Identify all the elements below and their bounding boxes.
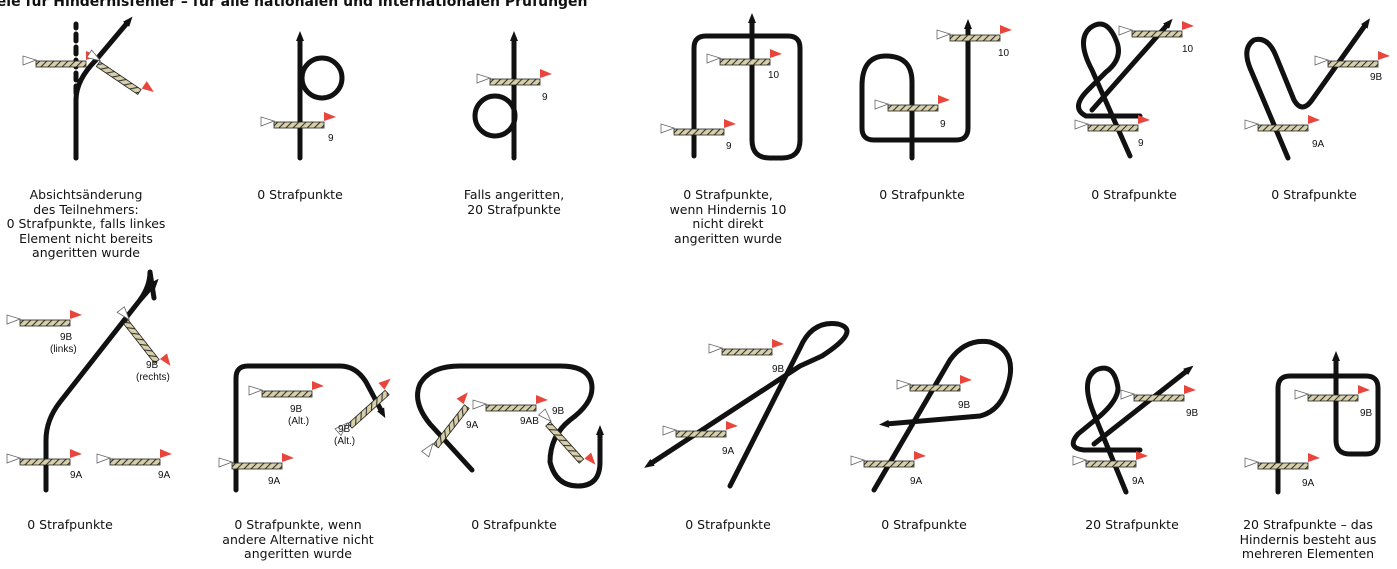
label-10: 10 [1182,44,1194,55]
label-9B: 9B [1186,408,1199,419]
obstacle-right [85,45,158,102]
figure-7 [1244,18,1371,161]
page-title: iele für Hindernisfehler – für alle nati… [0,0,588,10]
figure-8 [43,269,159,493]
caption-7: 0 Strafpunkte [1271,187,1357,202]
label-9A: 9A [158,470,171,481]
label-9B: 9B [290,404,303,415]
label-alt: (Alt.) [288,416,309,427]
figure-6 [1076,18,1173,159]
label-10: 10 [768,70,780,81]
label-9B: 9B [60,332,73,343]
figure-4 [691,13,803,161]
label-9A: 9A [466,420,479,431]
path [73,16,133,161]
figure-1 [73,16,133,161]
figure-10 [415,363,604,489]
label-9A: 9A [268,476,281,487]
figure-14 [1275,351,1381,495]
caption-8: 0 Strafpunkte [27,517,113,532]
obstacle-elements [6,20,1391,473]
label-9B: 9B [772,364,785,375]
caption-9: 0 Strafpunkte, wenn andere Alternative n… [222,517,374,561]
caption-14: 20 Strafpunkte – das Hindernis besteht a… [1239,517,1377,561]
label-9A: 9A [722,446,735,457]
label-9B: 9B [1360,408,1373,419]
figure-2 [296,31,345,161]
figure-9 [233,363,386,493]
caption-4: 0 Strafpunkte, wenn Hindernis 10 nicht d… [669,187,787,246]
figure-3 [472,31,518,161]
label-9B: 9B [1370,72,1383,83]
label-9A: 9A [1312,139,1325,150]
label-alt: (Alt.) [334,436,355,447]
label-9A: 9A [70,470,83,481]
label-9: 9 [1138,138,1144,149]
label-9A: 9A [1132,476,1145,487]
caption-10: 0 Strafpunkte [471,517,557,532]
label-9AB: 9AB [520,416,539,427]
caption-11: 0 Strafpunkte [685,517,771,532]
label-9: 9 [940,119,946,130]
label-9: 9 [542,92,548,103]
obstacle-left [22,50,99,68]
caption-3: Falls angeritten, 20 Strafpunkte [463,187,565,217]
caption-2: 0 Strafpunkte [257,187,343,202]
label-9A: 9A [1302,478,1315,489]
label-9A: 9A [910,476,923,487]
label-9: 9 [726,141,732,152]
label-links: (links) [50,344,77,355]
label-9B: 9B [146,360,159,371]
figure-11 [644,321,850,489]
caption-5: 0 Strafpunkte [879,187,965,202]
figure-13 [1070,365,1194,495]
figure-12 [871,338,1014,493]
label-rechts: (rechts) [136,372,170,383]
caption-1: Absichtsänderung des Teilnehmers: 0 Stra… [6,187,166,260]
label-9: 9 [328,133,334,144]
label-9B: 9B [552,406,565,417]
caption-12: 0 Strafpunkte [881,517,967,532]
label-9B: 9B [958,400,971,411]
caption-6: 0 Strafpunkte [1091,187,1177,202]
label-9B: 9B [338,424,351,435]
label-10: 10 [998,48,1010,59]
figure-5 [859,19,972,161]
caption-13: 20 Strafpunkte [1085,517,1179,532]
